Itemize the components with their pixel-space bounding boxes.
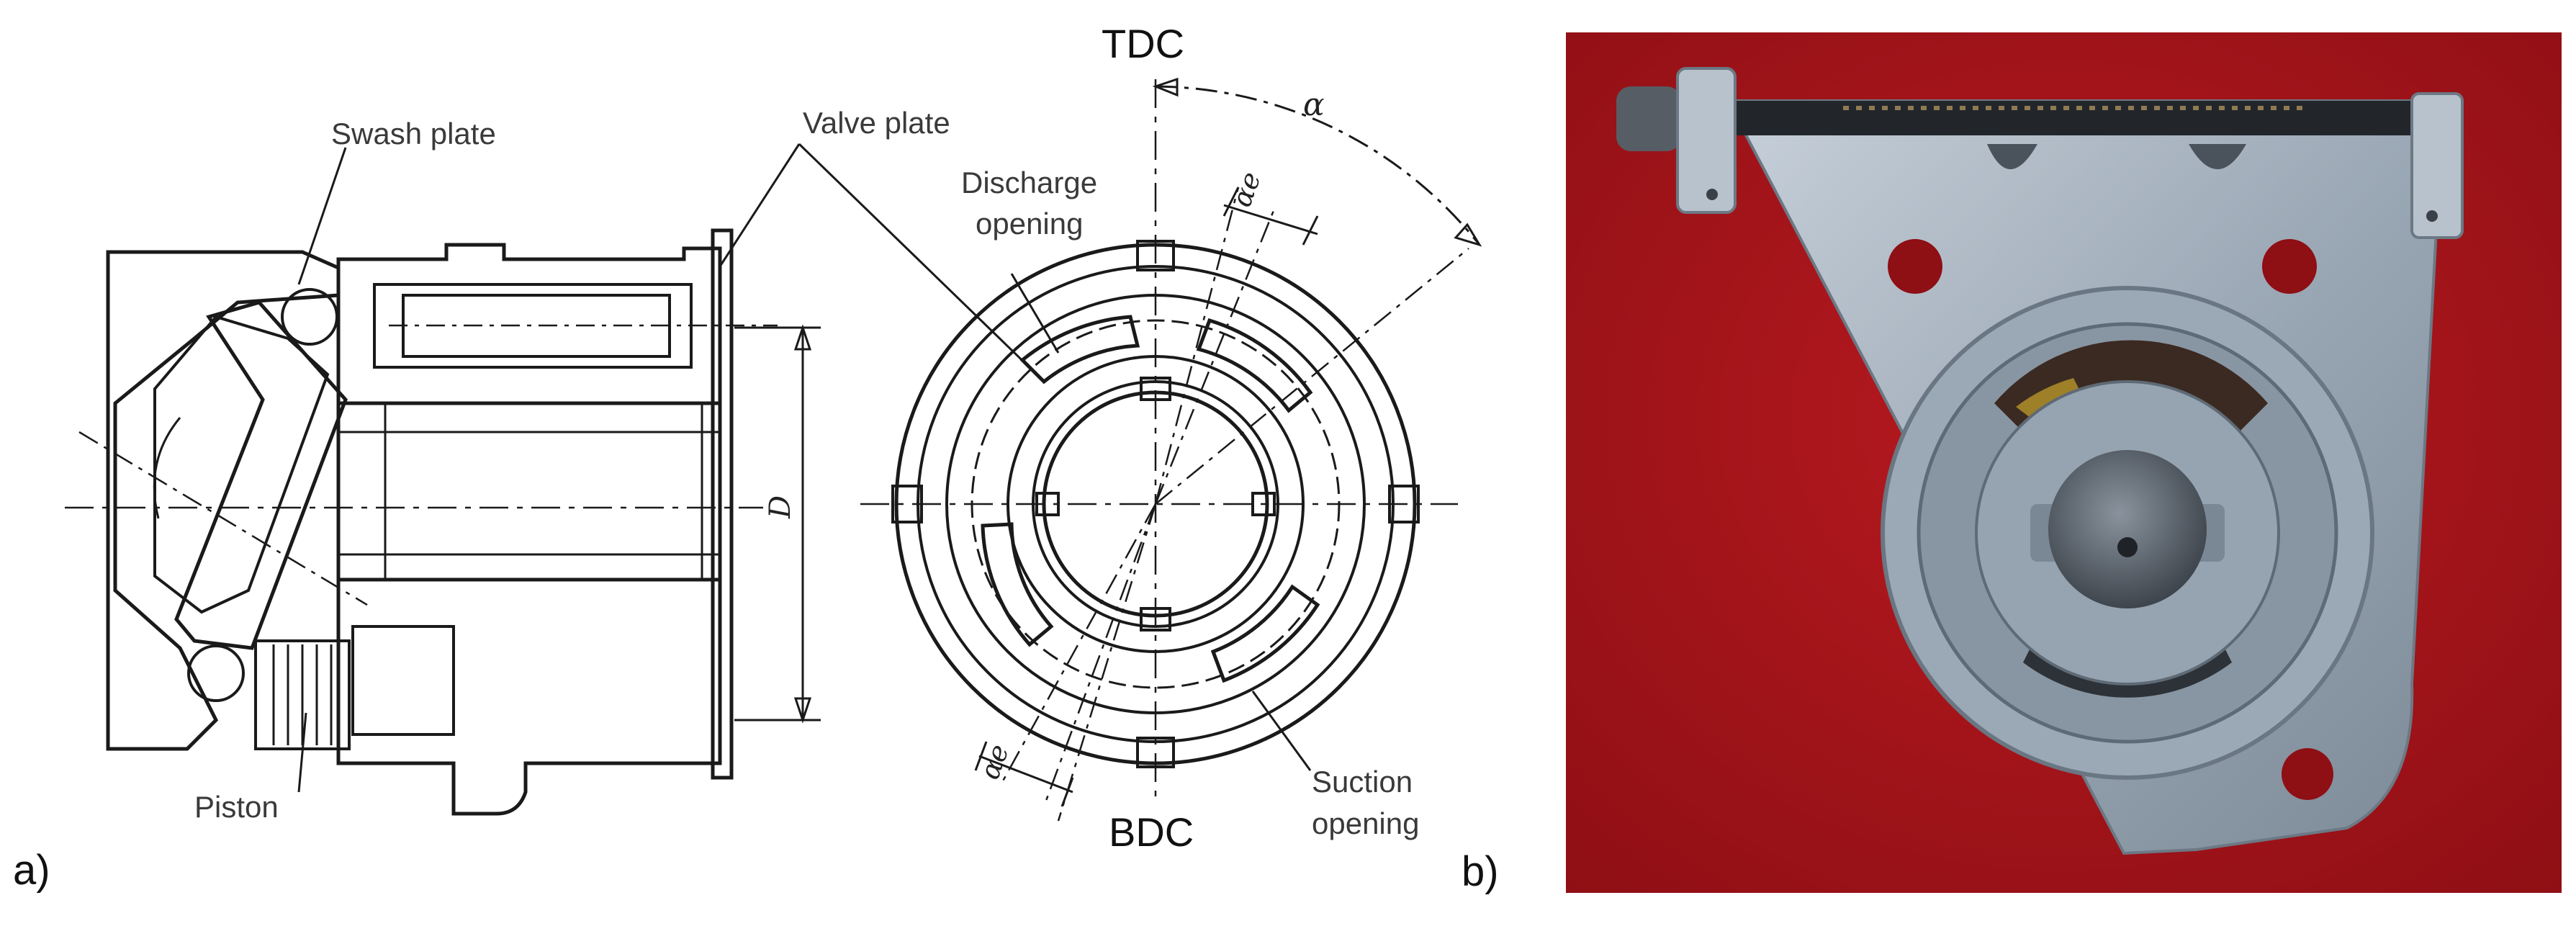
photo-hub bbox=[2048, 450, 2207, 608]
tdc-label: TDC bbox=[1102, 21, 1184, 66]
sectional-leaders bbox=[297, 143, 1038, 793]
sectional-view-drawing: D bbox=[65, 228, 821, 816]
angle-alpha-symbol: α bbox=[1303, 86, 1325, 123]
bdc-label: BDC bbox=[1109, 809, 1194, 855]
bolt-hole bbox=[2262, 239, 2317, 294]
suction-label-line2: opening bbox=[1312, 806, 1419, 840]
swash-arc bbox=[153, 417, 181, 519]
swash-axis bbox=[78, 431, 368, 606]
dead-angle-bottom-symbol: αe bbox=[973, 740, 1015, 783]
cylinder-block-lower bbox=[336, 577, 722, 816]
swash-plate-label: Swash plate bbox=[331, 117, 496, 150]
cylinder-block-upper bbox=[336, 243, 722, 405]
suction-label-line1: Suction bbox=[1312, 765, 1413, 799]
bolt-hole bbox=[1888, 239, 1942, 294]
bolt-hole bbox=[2282, 748, 2333, 800]
discharge-label-line1: Discharge bbox=[961, 166, 1097, 199]
swash-plate-part bbox=[174, 300, 348, 650]
valve-plate-flange bbox=[711, 228, 734, 780]
photo-discharge-slot bbox=[1994, 340, 2268, 432]
discharge-label-line2: opening bbox=[976, 207, 1083, 241]
suction-kidney bbox=[1210, 584, 1320, 683]
valve-plate-drawing bbox=[860, 77, 1482, 822]
dead-angle-top-symbol: αe bbox=[1225, 168, 1267, 211]
diameter-symbol: D bbox=[764, 495, 797, 519]
piston-label: Piston bbox=[194, 790, 279, 824]
rod-end-fitting bbox=[1616, 86, 1681, 151]
discharge-kidney bbox=[1019, 315, 1140, 385]
valve-plate-photo bbox=[1566, 32, 2562, 893]
piston-ball-bottom bbox=[187, 644, 245, 702]
swash-housing-inner bbox=[153, 315, 330, 614]
panel-b-label: b) bbox=[1462, 848, 1499, 895]
angle-alpha-arc bbox=[1155, 85, 1481, 246]
central-bore bbox=[336, 401, 722, 582]
top-rod bbox=[1627, 101, 2448, 135]
valve-leaders bbox=[1010, 273, 1312, 771]
valve-plate-label: Valve plate bbox=[803, 106, 950, 140]
panel-a-label: a) bbox=[13, 847, 50, 894]
